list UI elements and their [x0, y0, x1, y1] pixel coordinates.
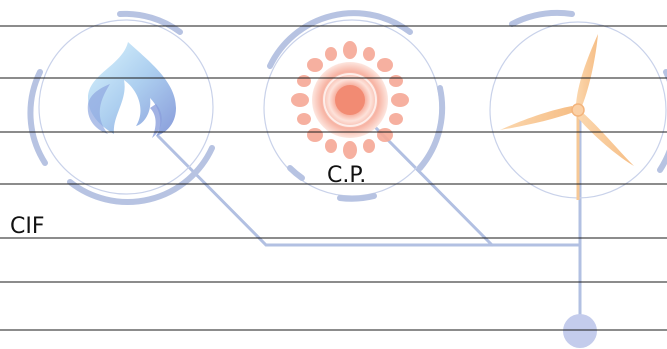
connector-node: [563, 314, 597, 348]
sun-connector: [374, 126, 494, 247]
sun-ring: [263, 10, 446, 202]
cp-label: C.P.: [327, 163, 367, 188]
flame-ring: [27, 10, 215, 205]
rule-lines: [0, 25, 667, 331]
sun-icon: [291, 41, 409, 159]
flame-icon: [87, 42, 176, 138]
cif-label: CIF: [10, 214, 45, 239]
wind-turbine-icon: [500, 34, 634, 200]
